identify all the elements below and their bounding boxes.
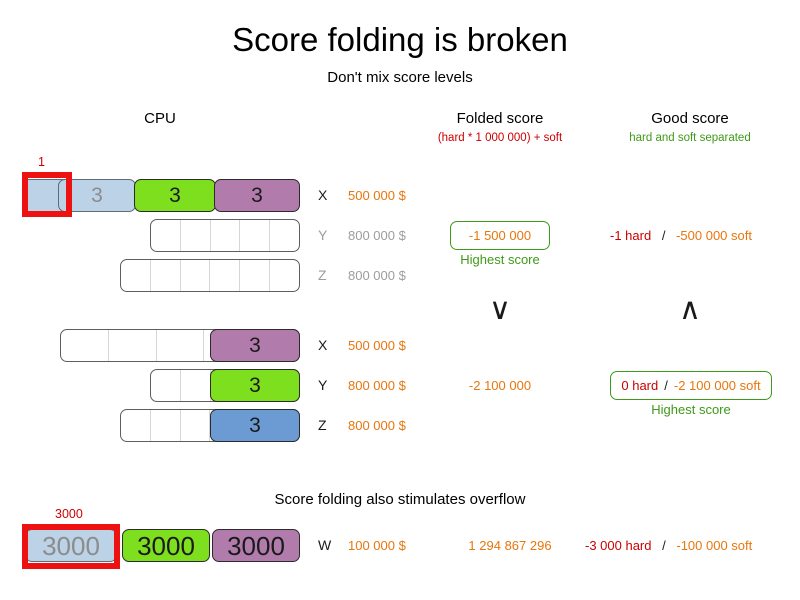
bar-cell [240,220,271,251]
bar-cell [240,260,271,291]
good-score-hard-group1: -1 hard [610,228,652,243]
bar-segment-purple: 3 [214,179,300,212]
bar-cell [151,410,181,441]
row-letter-group1-y: Y [318,227,328,243]
bar-cell [109,330,157,361]
bar-cell [121,260,151,291]
bar-cell [151,370,181,401]
bar-cell [211,220,241,251]
cpu-cost-group1-z: 800 000 $ [348,268,406,283]
column-header-folded-formula: (hard * 1 000 000) + soft [437,132,563,144]
bar-cell [157,330,205,361]
cpu-cost-group2-x: 500 000 $ [348,338,406,353]
folded-score-overflow-w: 1 294 867 296 [468,538,552,553]
highest-score-badge-good: Highest score [651,402,731,417]
highest-score-badge-folded: Highest score [460,252,540,267]
column-header-cpu: CPU [144,110,176,127]
bar-cell [61,330,109,361]
good-score-group1-y: -1 hard / -500 000 soft [610,219,752,252]
good-score-separator-group2: / [664,378,668,393]
comparator-good-icon: ∧ [679,292,701,327]
overflow-label-bottom: 3000 [55,507,83,521]
bar-cell [181,220,211,251]
row-letter-group1-z: Z [318,267,327,283]
good-score-soft-group1: -500 000 soft [676,228,752,243]
cpu-cost-group1-x: 500 000 $ [348,188,406,203]
bar-segment-green: 3 [134,179,216,212]
comparator-folded-icon: ∨ [489,292,511,327]
good-score-separator-overflow: / [662,538,666,553]
bar-cell [181,410,211,441]
page-subtitle: Don't mix score levels [327,69,473,86]
cpu-cost-group1-y: 800 000 $ [348,228,406,243]
overflow-label-group1: 1 [38,155,45,169]
folded-score-group2-y: -2 100 000 [468,378,532,393]
bar-segment-blue-group2-z: 3 [210,409,300,442]
bar-cell [210,260,241,291]
column-header-good-score: Good score [651,110,729,127]
bar-row-group1-y [150,219,300,252]
good-score-hard-group2: 0 hard [621,378,659,393]
column-header-folded-score: Folded score [456,110,544,127]
good-score-highlight-group2: 0 hard / -2 100 000 soft [610,371,772,400]
bar-cell [181,260,211,291]
row-letter-overflow-w: W [318,537,332,553]
page-title: Score folding is broken [232,21,568,58]
bar-cell [270,260,299,291]
good-score-hard-overflow: -3 000 hard [585,538,652,553]
bar-cell [151,260,181,291]
folded-score-value-group1: -1 500 000 [468,228,532,243]
bar-cell [181,370,211,401]
row-letter-group1-x: X [318,187,328,203]
row-letter-group2-x: X [318,337,328,353]
cpu-cost-group2-y: 800 000 $ [348,378,406,393]
row-letter-group2-y: Y [318,377,328,393]
folded-score-highlight-group1: -1 500 000 [450,221,550,250]
bar-cell [270,220,299,251]
cpu-cost-overflow-w: 100 000 $ [348,538,406,553]
overflow-highlight-frame-group1 [22,172,72,217]
good-score-soft-group2: -2 100 000 soft [673,378,761,393]
column-header-good-formula: hard and soft separated [629,132,751,144]
bar-cell [121,410,151,441]
good-score-separator-group1: / [661,228,666,243]
overflow-highlight-frame-bottom [22,524,120,569]
good-score-soft-overflow: -100 000 soft [676,538,753,553]
cpu-cost-group2-z: 800 000 $ [348,418,406,433]
row-letter-group2-z: Z [318,417,327,433]
bar-segment-green-group2-y: 3 [210,369,300,402]
overflow-section-title: Score folding also stimulates overflow [274,491,526,508]
bar-row-group1-z [120,259,300,292]
bar-segment-green-overflow: 3000 [122,529,210,562]
good-score-overflow-w: -3 000 hard / -100 000 soft [585,529,752,562]
bar-cell [151,220,181,251]
bar-segment-purple-overflow: 3000 [212,529,300,562]
bar-segment-purple-group2-x: 3 [210,329,300,362]
